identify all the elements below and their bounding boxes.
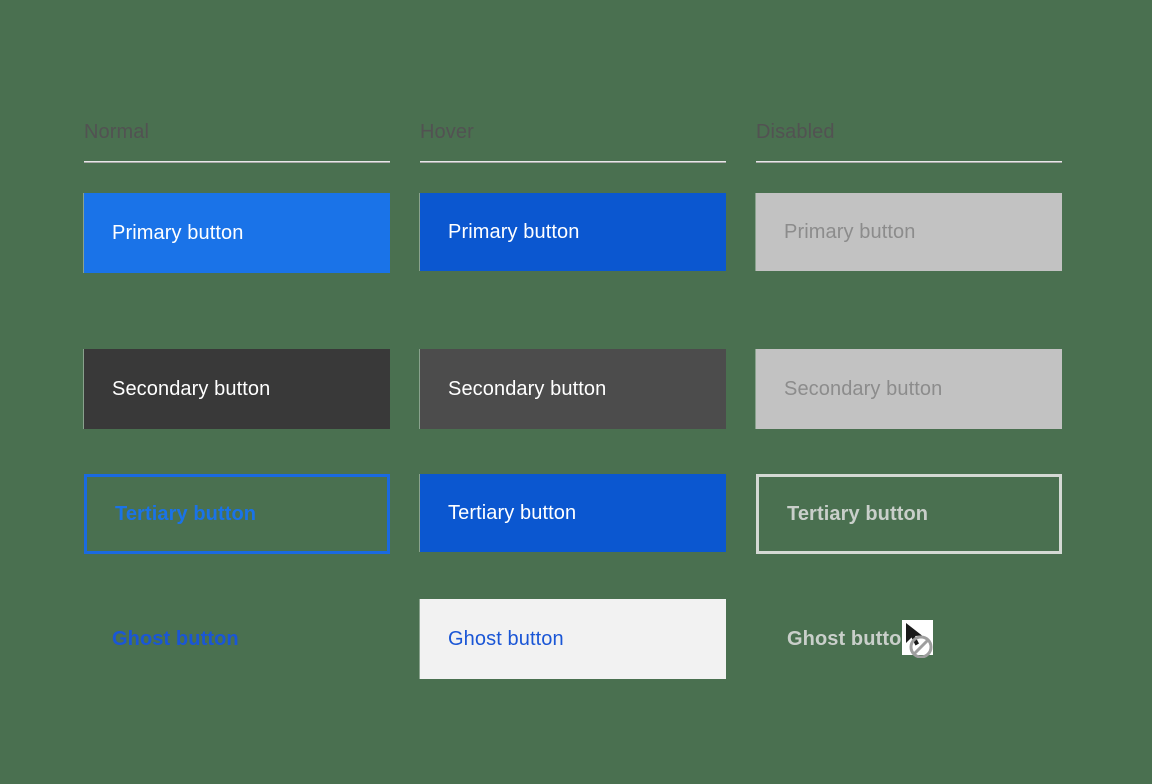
state-column-normal: Normal Primary button Secondary button T… bbox=[84, 120, 390, 724]
primary-button-hover[interactable]: Primary button bbox=[420, 193, 726, 271]
slot-tertiary-disabled: Tertiary button bbox=[756, 474, 1062, 599]
button-states-sheet: Normal Primary button Secondary button T… bbox=[84, 120, 1068, 724]
slot-ghost-normal: Ghost button bbox=[84, 599, 390, 724]
secondary-button-hover[interactable]: Secondary button bbox=[420, 349, 726, 429]
slot-primary-disabled: Primary button bbox=[756, 162, 1062, 349]
column-divider bbox=[420, 161, 726, 162]
ghost-button-disabled: Ghost button bbox=[756, 599, 1062, 679]
secondary-button-disabled: Secondary button bbox=[756, 349, 1062, 429]
primary-button-disabled: Primary button bbox=[756, 193, 1062, 271]
column-heading-disabled: Disabled bbox=[756, 121, 835, 143]
tertiary-button-disabled: Tertiary button bbox=[756, 474, 1062, 554]
slot-primary-hover: Primary button bbox=[420, 162, 726, 349]
column-divider bbox=[756, 161, 1062, 162]
primary-button-normal[interactable]: Primary button bbox=[84, 193, 390, 273]
state-column-disabled: Disabled Primary button Secondary button… bbox=[756, 120, 1062, 724]
slot-secondary-disabled: Secondary button bbox=[756, 349, 1062, 474]
tertiary-button-hover[interactable]: Tertiary button bbox=[420, 474, 726, 552]
column-divider bbox=[84, 161, 390, 162]
slot-secondary-hover: Secondary button bbox=[420, 349, 726, 474]
slot-ghost-hover: Ghost button bbox=[420, 599, 726, 724]
state-column-hover: Hover Primary button Secondary button Te… bbox=[420, 120, 726, 724]
tertiary-button-normal[interactable]: Tertiary button bbox=[84, 474, 390, 554]
secondary-button-normal[interactable]: Secondary button bbox=[84, 349, 390, 429]
column-heading-normal: Normal bbox=[84, 121, 150, 143]
ghost-button-normal[interactable]: Ghost button bbox=[84, 599, 390, 679]
slot-tertiary-hover: Tertiary button bbox=[420, 474, 726, 599]
slot-secondary-normal: Secondary button bbox=[84, 349, 390, 474]
column-heading-hover: Hover bbox=[420, 121, 474, 143]
slot-primary-normal: Primary button bbox=[84, 162, 390, 349]
slot-tertiary-normal: Tertiary button bbox=[84, 474, 390, 599]
ghost-button-hover[interactable]: Ghost button bbox=[420, 599, 726, 679]
slot-ghost-disabled: Ghost button bbox=[756, 599, 1062, 724]
